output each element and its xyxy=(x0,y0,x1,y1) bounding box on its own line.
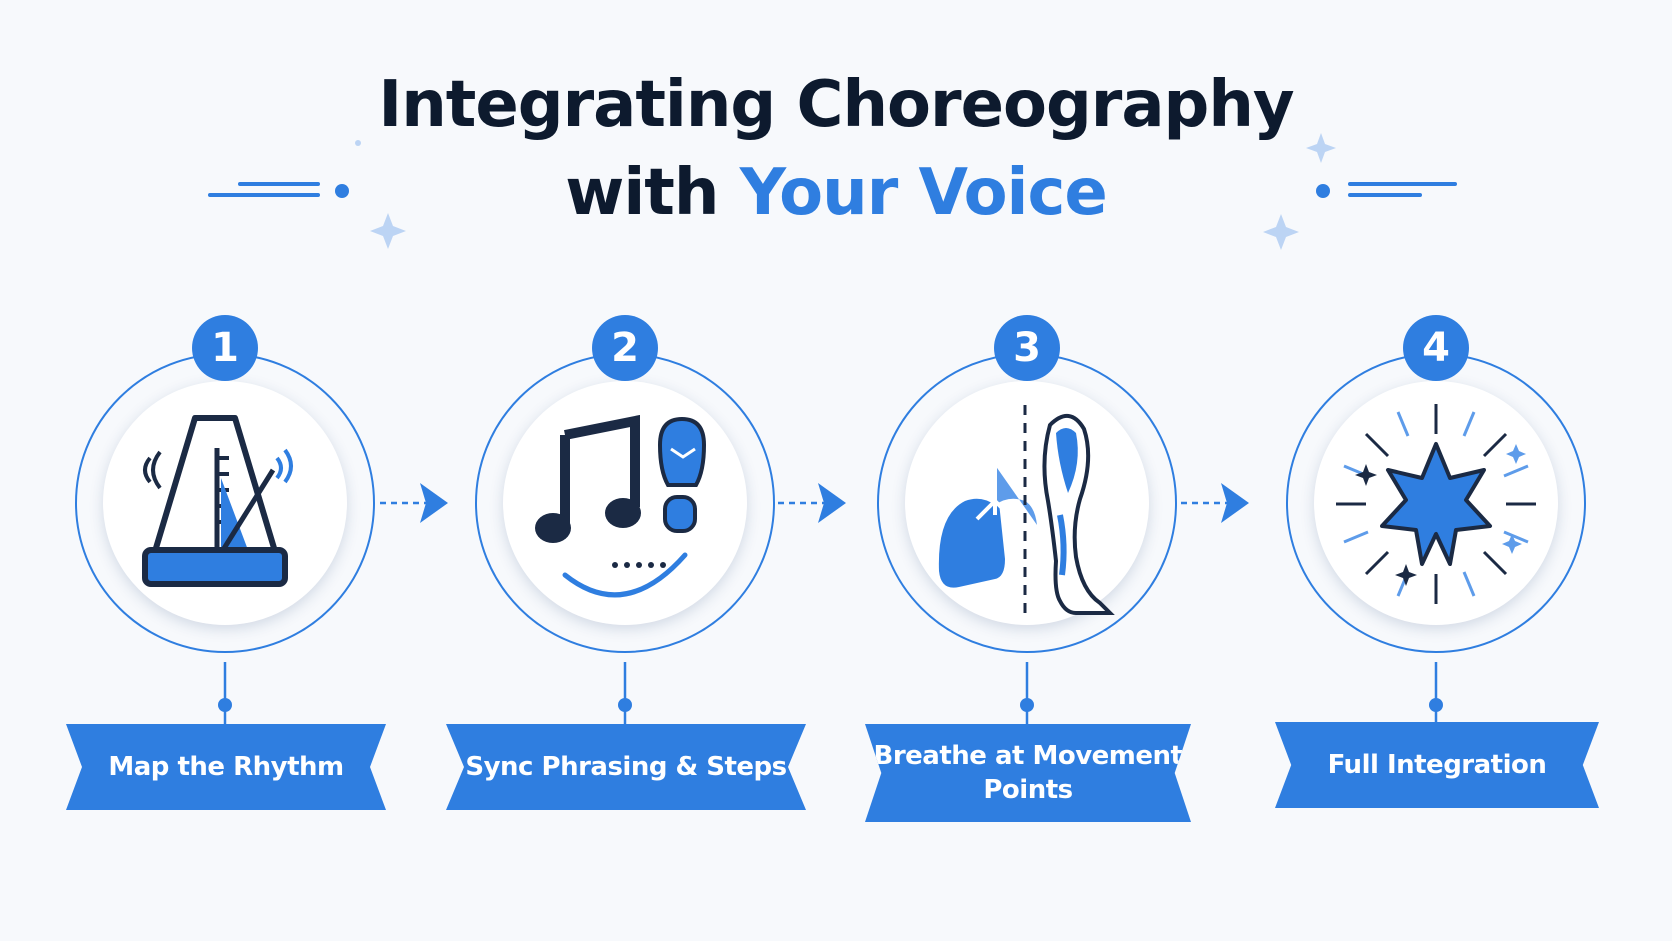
step-label-banner: Sync Phrasing & Steps xyxy=(446,724,806,810)
page-title-line2: with Your Voice xyxy=(0,150,1672,236)
step-number-badge: 1 xyxy=(192,315,258,381)
title-prefix: with xyxy=(565,156,740,230)
step-label-banner: Map the Rhythm xyxy=(66,724,386,810)
step-label-banner: Full Integration xyxy=(1275,722,1599,808)
metronome-icon xyxy=(142,415,293,587)
step-number-badge: 3 xyxy=(994,315,1060,381)
step-number-badge: 2 xyxy=(592,315,658,381)
music-note-footprint-icon xyxy=(535,415,707,598)
starburst-icon xyxy=(1336,404,1536,604)
step-number-badge: 4 xyxy=(1403,315,1469,381)
step-label-banner: Breathe at Movement Points xyxy=(865,724,1191,822)
title-accent: Your Voice xyxy=(739,156,1108,230)
page-title-line1: Integrating Choreography xyxy=(378,68,1294,142)
lungs-leg-icon xyxy=(938,405,1115,615)
